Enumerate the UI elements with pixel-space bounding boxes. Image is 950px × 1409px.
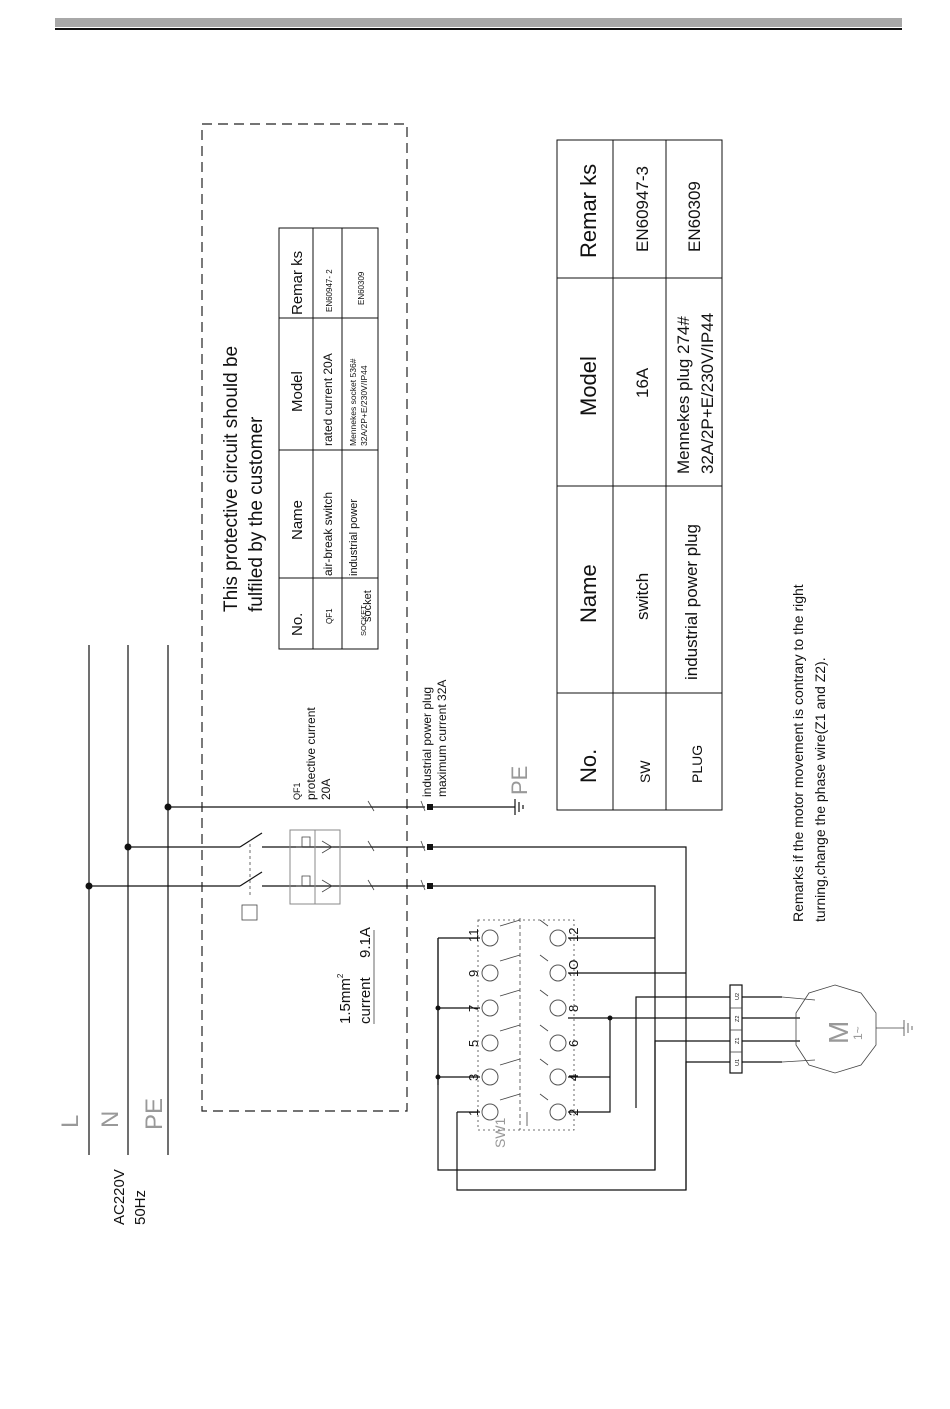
cable-current-value: 9.1A	[357, 927, 374, 958]
top-contact-label: 7	[466, 1005, 481, 1012]
bottom-switch-blade	[539, 1024, 549, 1032]
motor: M 1~	[795, 984, 913, 1074]
earth-symbol: PE	[433, 766, 532, 815]
bus-label-l: L	[57, 1115, 84, 1128]
top-switch-blade	[499, 954, 521, 962]
top-switch-blade	[499, 919, 521, 927]
top-switch-blade	[499, 1024, 521, 1032]
sw1-label: SW1	[492, 1117, 508, 1148]
pe-terminal-label: PE	[507, 766, 532, 795]
bottom-contact	[549, 1068, 567, 1086]
small-row2-no: SOCKET	[359, 605, 368, 636]
terminal-z1: Z1	[735, 1038, 741, 1044]
large-row2-name: industrial power plug	[682, 524, 701, 680]
cable-section: 1.5mm2	[336, 973, 354, 1024]
small-row2-remarks: EN60309	[357, 271, 366, 305]
bottom-contact-label: 12	[566, 928, 581, 942]
protective-note-line2: fulfiled by the customer	[246, 416, 267, 612]
top-switch-blade	[499, 1093, 521, 1101]
small-header-no: No.	[289, 613, 306, 636]
bottom-contact	[549, 999, 567, 1017]
small-header-name: Name	[289, 500, 306, 540]
supply-buses: L N PE AC220V 50Hz	[57, 645, 172, 1225]
qf1-protective-current: protective current	[304, 707, 318, 800]
top-contact-label: 11	[466, 929, 481, 943]
component-table-large: No. Name Model Remar ks SW switch 16A EN…	[556, 139, 723, 811]
component-table-small: No. Name Model Remar ks QF1 air-break sw…	[278, 227, 379, 650]
bottom-contact	[549, 929, 567, 947]
large-row1-no: SW	[637, 760, 653, 783]
large-row1-remarks: EN60947-3	[633, 166, 652, 252]
large-header-name: Name	[576, 564, 601, 623]
remarks-line2: turning,change the phase wire(Z1 and Z2)…	[812, 657, 828, 922]
top-contact	[481, 1034, 499, 1052]
small-header-remarks: Remar ks	[289, 251, 306, 315]
qf1-label: QF1	[292, 782, 302, 800]
small-row1-model: rated current 20A	[321, 353, 335, 446]
terminal-u1: U1	[735, 1059, 741, 1066]
motor-terminal-block: U1 Z1 Z2 U2	[729, 984, 816, 1074]
bottom-contact-label: 4	[566, 1074, 581, 1081]
bottom-switch-blade	[539, 919, 549, 927]
bottom-switch-blade	[539, 954, 549, 962]
motor-symbol: M	[823, 1021, 854, 1044]
bottom-switch-blade	[539, 1093, 549, 1101]
bottom-contact-label: 2	[566, 1109, 581, 1116]
large-row2-remarks: EN60309	[685, 181, 704, 252]
supply-voltage: AC220V	[111, 1169, 128, 1225]
bottom-contact	[549, 1103, 567, 1121]
plug-label-line2: maximum current 32A	[435, 680, 449, 797]
top-contact	[481, 1068, 499, 1086]
remarks-line1: Remarks if the motor movement is contrar…	[790, 584, 806, 922]
large-header-remarks: Remar ks	[576, 164, 601, 258]
top-contact-label: 1	[466, 1109, 481, 1116]
bottom-contact	[549, 1034, 567, 1052]
large-row2-model: Mennekes plug 274#32A/2P+E/230V/IP44	[674, 313, 717, 474]
small-row1-name: air-break switch	[321, 492, 335, 576]
large-header-model: Model	[576, 356, 601, 416]
terminal-u2: U2	[735, 993, 741, 1000]
large-row1-name: switch	[633, 573, 652, 620]
bus-label-pe: PE	[141, 1098, 168, 1130]
bottom-contact-label: 1O	[566, 960, 581, 977]
protective-circuit-boundary	[201, 123, 408, 1112]
top-contact-label: 9	[466, 970, 481, 977]
bottom-contact-label: 6	[566, 1040, 581, 1047]
sw1-switch: 1 3 5 7 9 11 2 4 6 8 1O 12 SW1	[466, 918, 581, 1148]
cable-annotation: 1.5mm2 current 9.1A	[336, 927, 375, 1024]
top-contact	[481, 1103, 499, 1121]
large-row2-no: PLUG	[689, 745, 705, 783]
small-row1-remarks: EN60947- 2	[325, 269, 334, 312]
protective-note-line1: This protective circuit should be	[221, 346, 242, 612]
header-bar	[55, 18, 902, 27]
large-header-no: No.	[576, 749, 601, 783]
power-wiring	[433, 846, 730, 1191]
small-row2-name: industrial powersocket	[348, 499, 374, 622]
plug-label-line1: industrial power plug	[420, 687, 434, 797]
supply-frequency: 50Hz	[132, 1190, 149, 1225]
cable-current-label: current	[357, 976, 374, 1024]
top-contact-label: 5	[466, 1040, 481, 1047]
small-row1-no: QF1	[325, 608, 334, 624]
plug-pins	[420, 800, 433, 891]
top-contact	[481, 929, 499, 947]
bus-label-n: N	[97, 1111, 124, 1128]
terminal-z2: Z2	[735, 1016, 741, 1022]
small-header-model: Model	[289, 371, 306, 412]
top-contact-label: 3	[466, 1074, 481, 1081]
top-switch-blade	[499, 1058, 521, 1066]
top-contact	[481, 964, 499, 982]
top-switch-blade	[499, 989, 521, 997]
qf1-breaker	[239, 800, 375, 921]
top-contact	[481, 999, 499, 1017]
bottom-switch-blade	[539, 989, 549, 997]
bottom-contact	[549, 964, 567, 982]
small-row2-model: Mennekes socket 536#32A/2P+E/230V/IP44	[348, 358, 369, 446]
bottom-switch-blade	[539, 1058, 549, 1066]
large-row1-model: 16A	[633, 367, 652, 398]
motor-phase: 1~	[851, 1026, 865, 1040]
bottom-contact-label: 8	[566, 1005, 581, 1012]
qf1-rating: 20A	[319, 779, 333, 800]
